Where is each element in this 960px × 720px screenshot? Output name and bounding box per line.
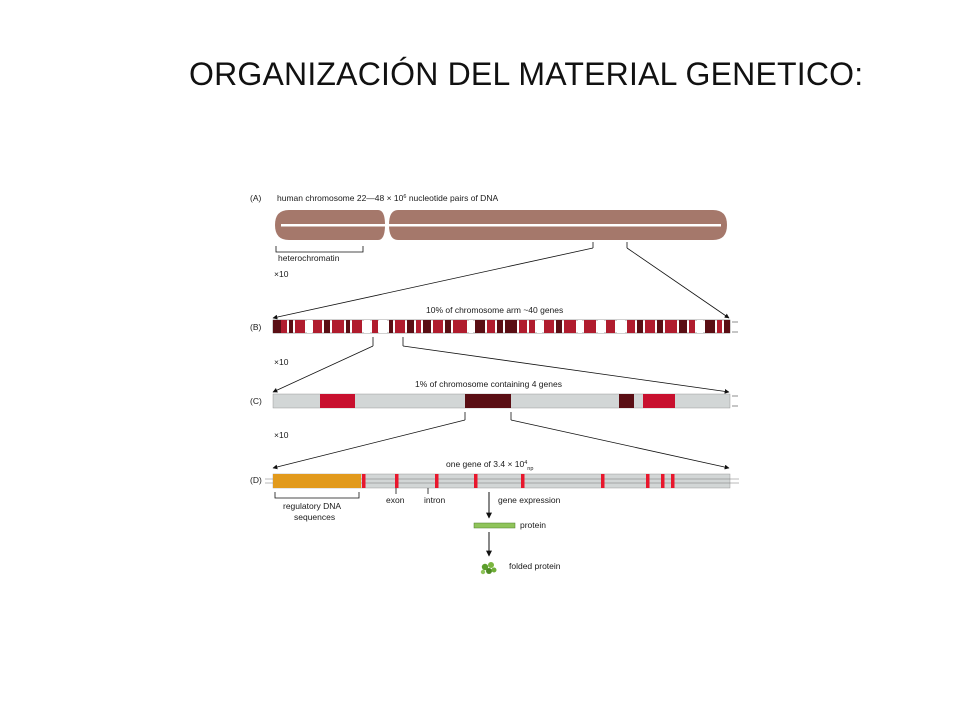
panel-b-caption: 10% of chromosome arm ~40 genes (426, 305, 563, 315)
folded-protein-label: folded protein (509, 561, 561, 571)
panel-b-band (307, 320, 312, 333)
panel-b-band (453, 320, 467, 333)
panel-b-band (313, 320, 322, 333)
panel-b-band (273, 320, 281, 333)
panel-b-band (497, 320, 503, 333)
panel-b-band (423, 320, 431, 333)
regulatory-dna-label-1: regulatory DNA (283, 501, 341, 511)
panel-b-band (469, 320, 473, 333)
regulatory-dna-bracket (274, 492, 360, 499)
panel-d-exon (362, 474, 366, 488)
panel-b-band (657, 320, 663, 333)
panel-b-letter: (B) (250, 322, 262, 332)
panel-b-band (505, 320, 517, 333)
regulatory-dna-region (273, 474, 361, 488)
panel-b-band (352, 320, 362, 333)
panel-b-band (324, 320, 330, 333)
zoom-line-b-left (272, 345, 374, 393)
panel-d-exon (671, 474, 675, 488)
panel-b-band (389, 320, 393, 333)
panel-b-band (645, 320, 655, 333)
zoom-line-b-right (402, 345, 730, 394)
panel-b-band (487, 320, 495, 333)
panel-b-band (281, 320, 287, 333)
zoom-line-a-left (272, 247, 594, 320)
panel-b-bands (273, 320, 730, 333)
panel-b-band (289, 320, 293, 333)
panel-d-caption: one gene of 3.4 × 104np (446, 459, 533, 472)
zoom-label-c: ×10 (274, 430, 289, 440)
zoom-label-b: ×10 (274, 357, 289, 367)
panel-c-gene-1 (320, 394, 355, 408)
panel-d-letter: (D) (250, 475, 262, 485)
panel-b-band (617, 320, 625, 333)
panel-b-band (679, 320, 687, 333)
panel-b-band (697, 320, 703, 333)
panel-b-band (379, 320, 387, 333)
gene-expression-label: gene expression (498, 495, 561, 505)
panel-b-band (475, 320, 485, 333)
panel-c-caption: 1% of chromosome containing 4 genes (415, 379, 562, 389)
panel-d-exon (474, 474, 478, 488)
panel-d-exon (435, 474, 439, 488)
exon-label: exon (386, 495, 405, 505)
panel-b-band (416, 320, 421, 333)
panel-b-band (578, 320, 582, 333)
panel-b-band (689, 320, 695, 333)
panel-c-letter: (C) (250, 396, 262, 406)
panel-d-exons (362, 474, 675, 488)
panel-a-letter: (A) (250, 193, 262, 203)
panel-c-gene-2 (465, 394, 511, 408)
heterochromatin-bracket (275, 246, 364, 253)
panel-b-band (564, 320, 576, 333)
panel-b-band (407, 320, 414, 333)
panel-b-band (705, 320, 715, 333)
panel-b-band (584, 320, 596, 333)
protein-bar (473, 522, 516, 529)
panel-b-band (556, 320, 562, 333)
panel-b-band (332, 320, 344, 333)
zoom-line-a-right (626, 247, 730, 319)
panel-a-caption: human chromosome 22—48 × 106 nucleotide … (277, 193, 498, 203)
panel-d-exon (601, 474, 605, 488)
panel-b-band (433, 320, 443, 333)
folded-protein-icon (480, 562, 497, 575)
panel-b-band (295, 320, 305, 333)
panel-b-band (665, 320, 677, 333)
panel-b-band (529, 320, 535, 333)
panel-b-band (364, 320, 370, 333)
intron-label: intron (424, 495, 446, 505)
panel-b-band (544, 320, 554, 333)
panel-d-exon (395, 474, 399, 488)
panel-b-band (519, 320, 527, 333)
panel-b-band (724, 320, 730, 333)
panel-b-band (627, 320, 635, 333)
panel-d-exon (661, 474, 665, 488)
panel-b-band (395, 320, 405, 333)
heterochromatin-label: heterochromatin (278, 253, 340, 263)
panel-b-band (717, 320, 722, 333)
panel-b-band (445, 320, 451, 333)
panel-b-band (637, 320, 643, 333)
panel-c-gene-3 (619, 394, 634, 408)
panel-d-exon (646, 474, 650, 488)
panel-b-band (606, 320, 615, 333)
panel-b-band (372, 320, 378, 333)
regulatory-dna-label-2: sequences (294, 512, 335, 522)
panel-d-exon (521, 474, 525, 488)
zoom-line-c-left (272, 419, 466, 470)
genetic-organization-figure: (A) human chromosome 22—48 × 106 nucleot… (243, 180, 743, 580)
chromatid-gap-line (281, 224, 721, 227)
zoom-label-a: ×10 (274, 269, 289, 279)
protein-label: protein (520, 520, 546, 530)
slide-title: ORGANIZACIÓN DEL MATERIAL GENETICO: (189, 56, 864, 92)
panel-b-band (346, 320, 350, 333)
zoom-line-c-right (510, 419, 730, 470)
panel-c-gene-4 (643, 394, 675, 408)
panel-b-band (537, 320, 542, 333)
panel-b-band (598, 320, 604, 333)
